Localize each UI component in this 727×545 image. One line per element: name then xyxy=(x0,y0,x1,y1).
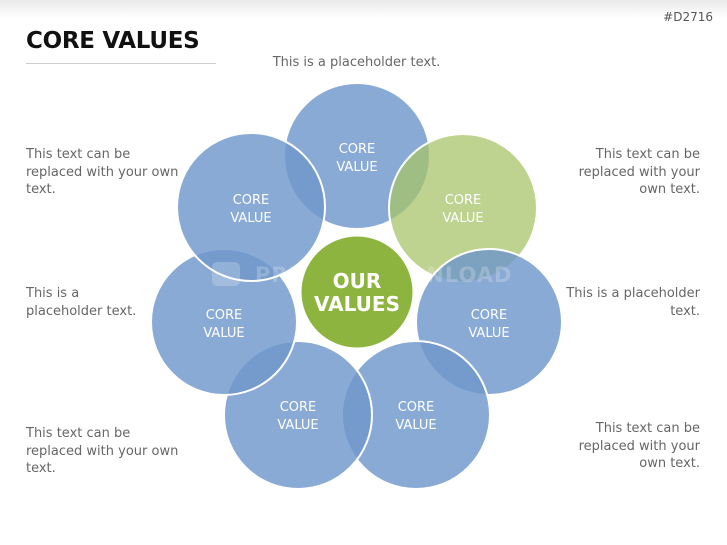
left-top-text: This text can be replaced with your own … xyxy=(26,147,179,197)
left-bottom-text: This text can be replaced with your own … xyxy=(26,426,179,476)
petal-1: CORE VALUE xyxy=(388,133,538,283)
petal-label-line2: VALUE xyxy=(395,418,436,433)
petal-label-line1: CORE xyxy=(471,308,508,323)
center-node: OUR VALUES xyxy=(298,233,416,351)
petal-6: CORE VALUE xyxy=(176,132,326,282)
header-band xyxy=(0,0,727,18)
title-underline xyxy=(26,63,216,64)
right-top-text: This text can be replaced with your own … xyxy=(578,147,700,197)
center-circle xyxy=(298,233,416,351)
center-label-line2: VALUES xyxy=(314,292,400,316)
petal-label-line2: VALUE xyxy=(336,160,377,175)
petal-label-line2: VALUE xyxy=(442,211,483,226)
petal-group: CORE VALUE CORE VALUE CORE VALUE CORE VA… xyxy=(150,82,563,490)
petal-label-line1: CORE xyxy=(206,308,243,323)
slide-code: #D2716 xyxy=(663,10,713,24)
petal-label-line1: CORE xyxy=(233,193,270,208)
watermark-logo-icon xyxy=(212,262,240,286)
petal-label-line1: CORE xyxy=(280,400,317,415)
right-middle-text: This is a placeholder text. xyxy=(566,286,700,319)
petal-label-line1: CORE xyxy=(445,193,482,208)
left-middle-text: This is a placeholder text. xyxy=(26,286,137,319)
top-caption: This is a placeholder text. xyxy=(272,55,441,70)
petal-label-line1: CORE xyxy=(398,400,435,415)
center-label-line1: OUR xyxy=(333,269,382,293)
petal-label-line2: VALUE xyxy=(277,418,318,433)
petal-5: CORE VALUE xyxy=(150,248,298,396)
slide-title: CORE VALUES xyxy=(26,28,200,54)
petal-label-line2: VALUE xyxy=(468,326,509,341)
petal-circle xyxy=(176,132,326,282)
petal-3: CORE VALUE xyxy=(341,340,491,490)
petal-label-line2: VALUE xyxy=(230,211,271,226)
petal-label-line1: CORE xyxy=(339,142,376,157)
right-bottom-text: This text can be replaced with your own … xyxy=(578,421,700,471)
petal-label-line2: VALUE xyxy=(203,326,244,341)
